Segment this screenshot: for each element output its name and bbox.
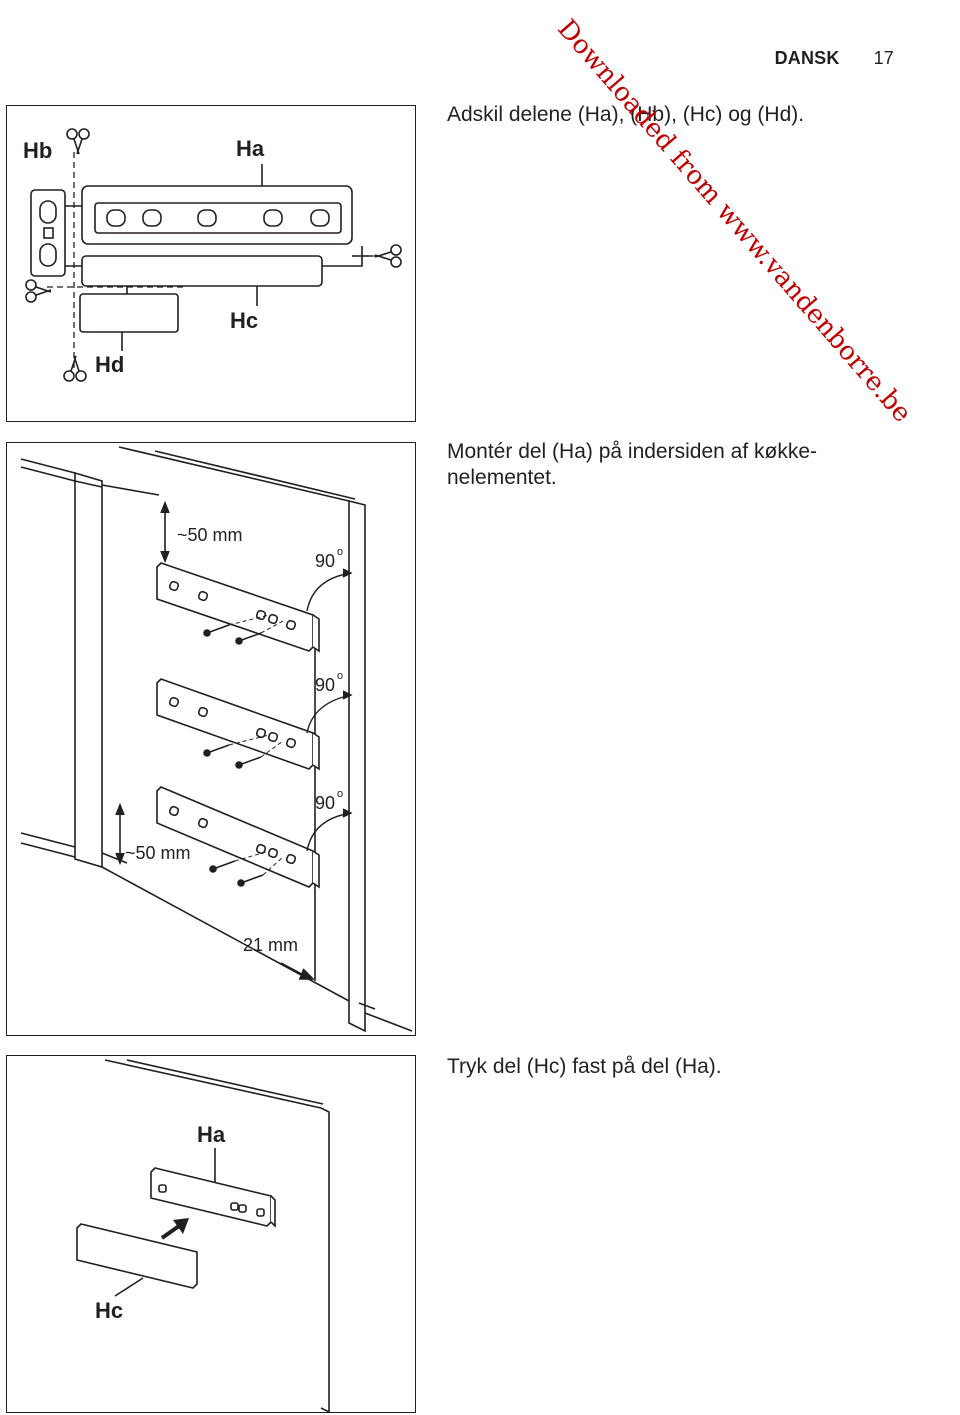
- screw-icon: [237, 874, 264, 887]
- separate-parts-illustration: Hb Ha Hc Hd: [23, 128, 402, 382]
- rail-ha-bottom: [156, 786, 320, 889]
- label-hd: Hd: [95, 352, 124, 377]
- screw-icon: [209, 860, 236, 873]
- cover-hc: [76, 1223, 198, 1289]
- dim-bottom-gap: ~50 mm: [125, 843, 191, 863]
- label-ha: Ha: [236, 136, 265, 161]
- watermark-text: Downloaded from www.vandenborre.be: [551, 14, 918, 429]
- door-edge: [348, 499, 366, 1033]
- label-hc: Hc: [230, 308, 258, 333]
- step-3-caption: Tryk del (Hc) fast på del (Ha).: [447, 1055, 722, 1078]
- angle-unit-top: o: [337, 546, 343, 558]
- angle-label-middle: 90: [315, 675, 335, 695]
- label-ha: Ha: [197, 1122, 226, 1147]
- language-label: DANSK: [774, 48, 840, 68]
- dim-depth: 21 mm: [243, 935, 298, 955]
- figure-separate-parts: Hb Ha Hc Hd: [6, 105, 416, 422]
- press-cover-illustration: Ha Hc: [76, 1059, 330, 1414]
- scissors-icon: [374, 244, 402, 268]
- rail-ha-middle: [156, 678, 320, 771]
- page-header: DANSK 17: [775, 48, 894, 69]
- angle-label-bottom: 90: [315, 793, 335, 813]
- figure-mount-rails: ~50 mm ~50 mm 21 mm 90 o 90 o 90 o: [6, 442, 416, 1036]
- mount-rails-illustration: ~50 mm ~50 mm 21 mm 90 o 90 o 90 o: [20, 446, 413, 1033]
- scissors-icon: [66, 128, 90, 155]
- page-number: 17: [873, 48, 894, 68]
- figure-press-cover: Ha Hc: [6, 1055, 416, 1414]
- rail-ha: [150, 1167, 276, 1228]
- part-ha-shape: [81, 185, 353, 245]
- label-hc: Hc: [95, 1298, 123, 1323]
- screw-icon: [203, 744, 230, 757]
- label-hb: Hb: [23, 138, 52, 163]
- scissors-icon: [63, 355, 87, 382]
- part-hd-shape: [79, 293, 179, 333]
- scissors-icon: [25, 279, 52, 303]
- angle-unit-middle: o: [337, 670, 343, 682]
- dim-top-gap: ~50 mm: [177, 525, 243, 545]
- step-2-caption: Montér del (Ha) på indersiden af køkke-n…: [447, 440, 817, 489]
- step-1-caption: Adskil delene (Ha), (Hb), (Hc) og (Hd).: [447, 103, 805, 126]
- screw-icon: [235, 632, 262, 645]
- cabinet-post: [74, 471, 103, 869]
- part-hc-shape: [81, 255, 323, 287]
- angle-unit-bottom: o: [337, 788, 343, 800]
- screw-icon: [235, 756, 262, 769]
- screw-icon: [203, 624, 230, 637]
- angle-label-top: 90: [315, 551, 335, 571]
- rail-ha-top: [156, 562, 320, 653]
- arrow-icon: [160, 1218, 189, 1240]
- part-hb-shape: [30, 189, 66, 277]
